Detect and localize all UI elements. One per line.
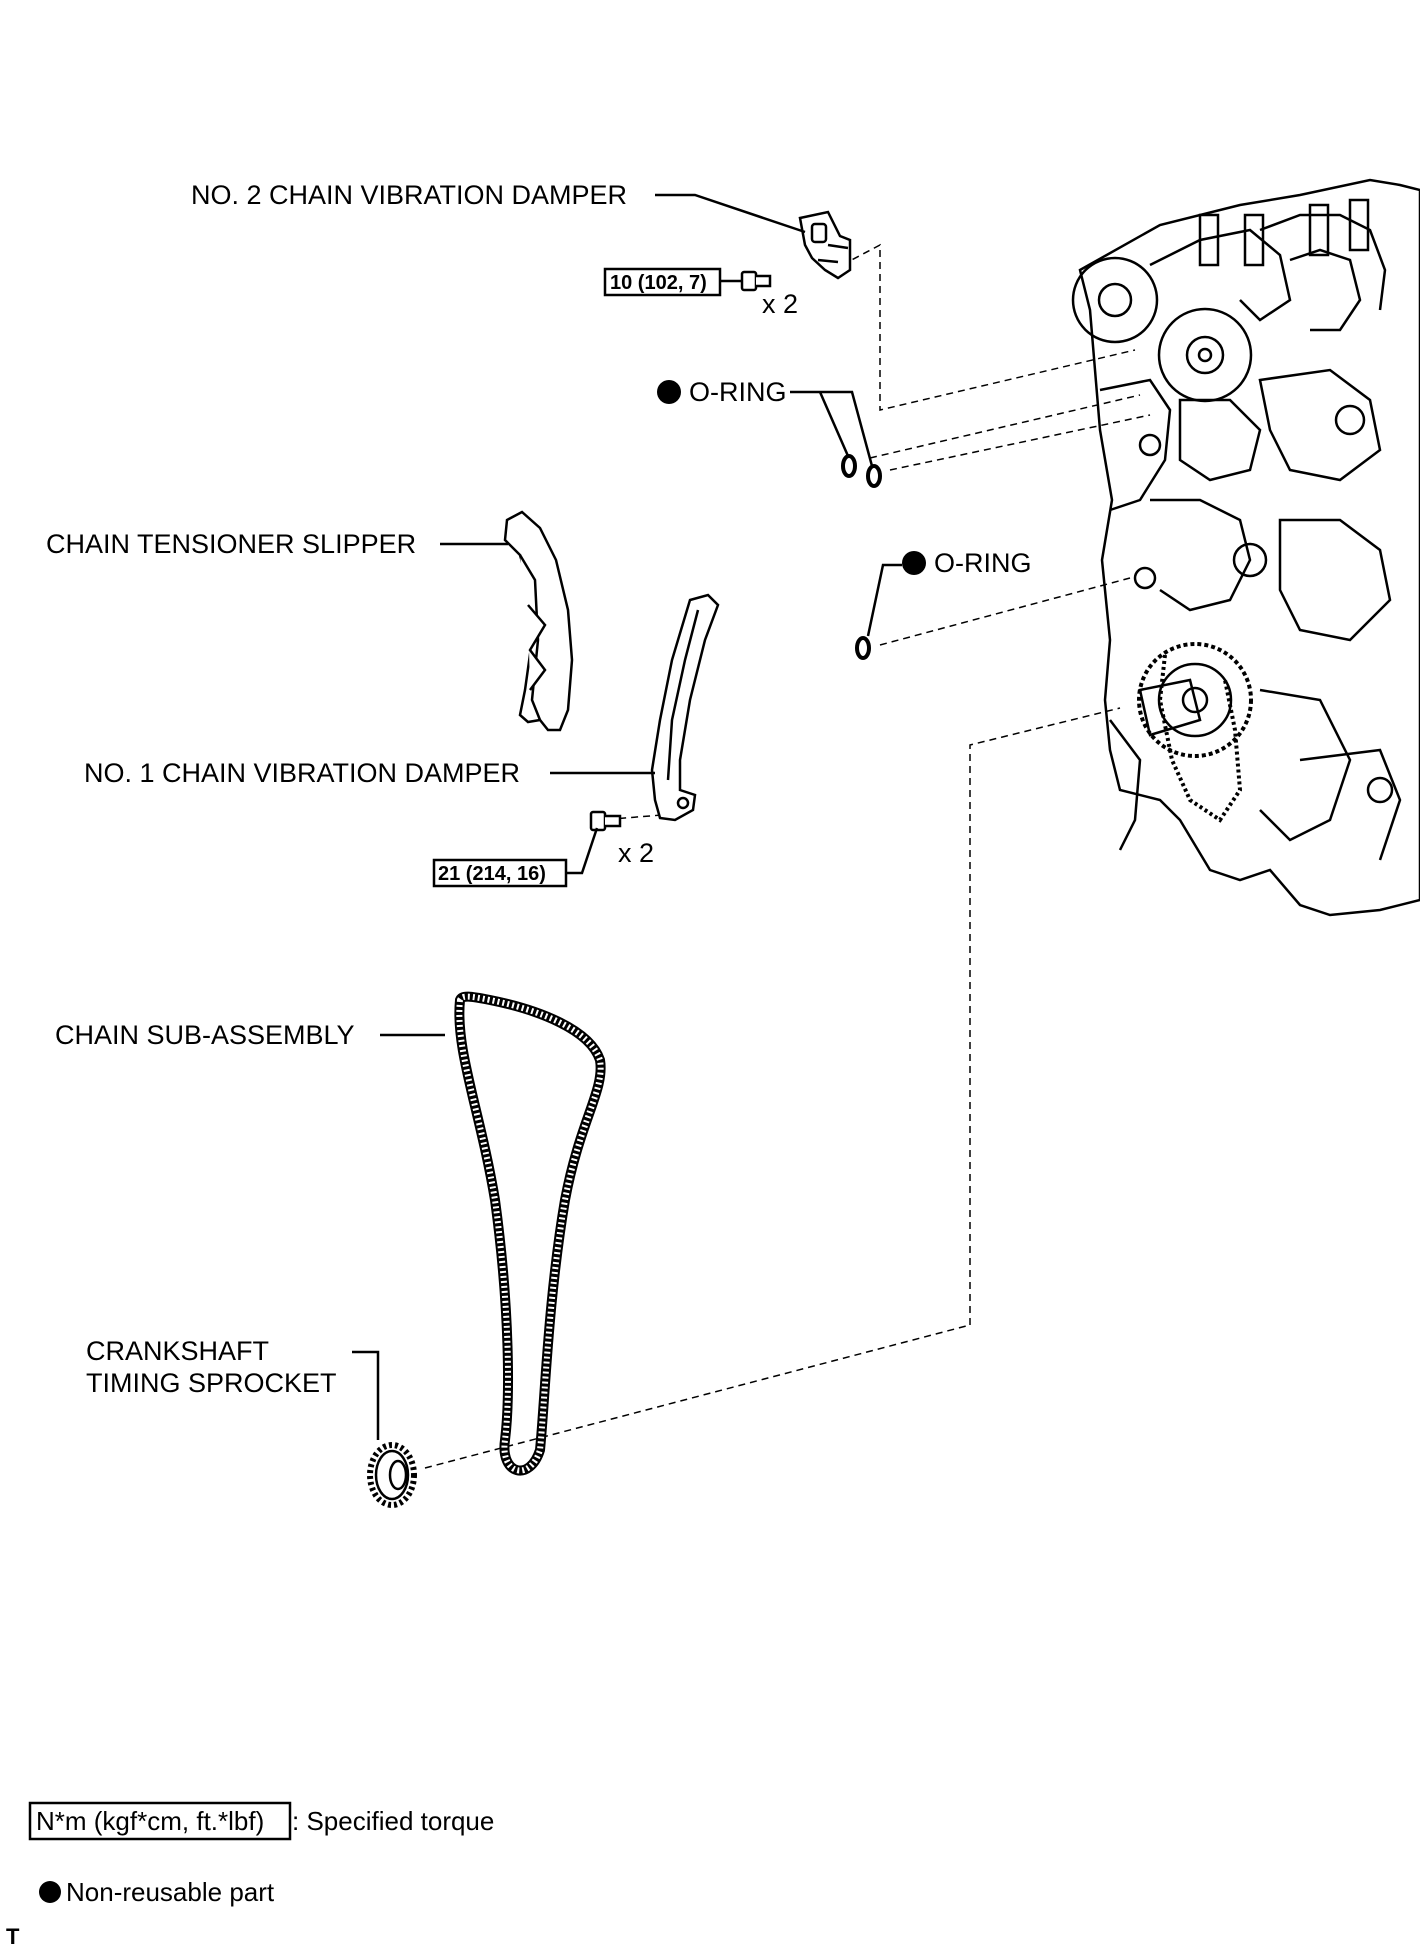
label-chain-tensioner-slipper: CHAIN TENSIONER SLIPPER: [46, 529, 416, 559]
leader-oring-lower: [866, 563, 902, 637]
non-reusable-markers: [39, 380, 926, 1903]
assembly-line-no2-damper: [841, 243, 1136, 411]
legend-non-reusable-description: Non-reusable part: [66, 1877, 275, 1907]
non-reusable-icon: [39, 1881, 61, 1903]
engine-block-illustration: [1071, 178, 1420, 917]
label-o-ring-upper: O-RING: [689, 377, 787, 407]
assembly-line-crank-vertical: [969, 707, 1121, 1325]
assembly-line-oring-lower: [879, 577, 1131, 646]
torque-box-no2: [603, 267, 722, 297]
chain-sub-assembly-part: [454, 991, 606, 1476]
no1-chain-vibration-damper-part: [650, 593, 720, 822]
legend-torque-box: [28, 1801, 292, 1841]
chain-tensioner-slipper-part: [503, 510, 574, 732]
leader-no1-torque: [566, 827, 599, 875]
torque-value-no1-damper: 21 (214, 16): [438, 863, 546, 885]
leader-lines: [352, 193, 902, 1440]
quantity-no2-damper-bolt: x 2: [762, 289, 798, 319]
leader-no2-damper: [655, 193, 806, 234]
assembly-lines: [424, 243, 1151, 1469]
torque-boxes: [28, 267, 722, 1841]
non-reusable-icon: [902, 551, 926, 575]
label-no1-chain-vibration-damper: NO. 1 CHAIN VIBRATION DAMPER: [84, 758, 520, 788]
crankshaft-timing-sprocket-part: [367, 1442, 417, 1508]
label-crankshaft-timing-sprocket-line1: CRANKSHAFT: [86, 1336, 269, 1366]
legend-torque-units: N*m (kgf*cm, ft.*lbf): [36, 1806, 264, 1836]
label-chain-sub-assembly: CHAIN SUB-ASSEMBLY: [55, 1020, 355, 1050]
no1-damper-bolt-part: [589, 810, 622, 832]
label-no2-chain-vibration-damper: NO. 2 CHAIN VIBRATION DAMPER: [191, 180, 627, 210]
torque-value-no2-damper: 10 (102, 7): [610, 272, 707, 294]
o-ring-lower-part: [855, 636, 871, 660]
quantity-no1-damper-bolt: x 2: [618, 838, 654, 868]
label-crankshaft-timing-sprocket-line2: TIMING SPROCKET: [86, 1368, 337, 1398]
leader-oring-upper: [790, 390, 874, 467]
corner-mark: T: [6, 1924, 20, 1948]
assembly-line-oring-upper-1: [869, 394, 1141, 459]
torque-box-no1: [432, 858, 568, 888]
non-reusable-icon: [657, 380, 681, 404]
leader-crank-sprocket: [352, 1350, 380, 1440]
label-o-ring-lower: O-RING: [934, 548, 1032, 578]
assembly-line-crank-sprocket: [424, 1324, 971, 1469]
assembly-line-oring-upper-2: [889, 414, 1151, 471]
no2-chain-vibration-damper-part: [798, 210, 852, 280]
no2-damper-bolt-part: [740, 270, 772, 292]
legend-torque-description: : Specified torque: [292, 1806, 494, 1836]
o-ring-upper-parts: [841, 454, 882, 488]
